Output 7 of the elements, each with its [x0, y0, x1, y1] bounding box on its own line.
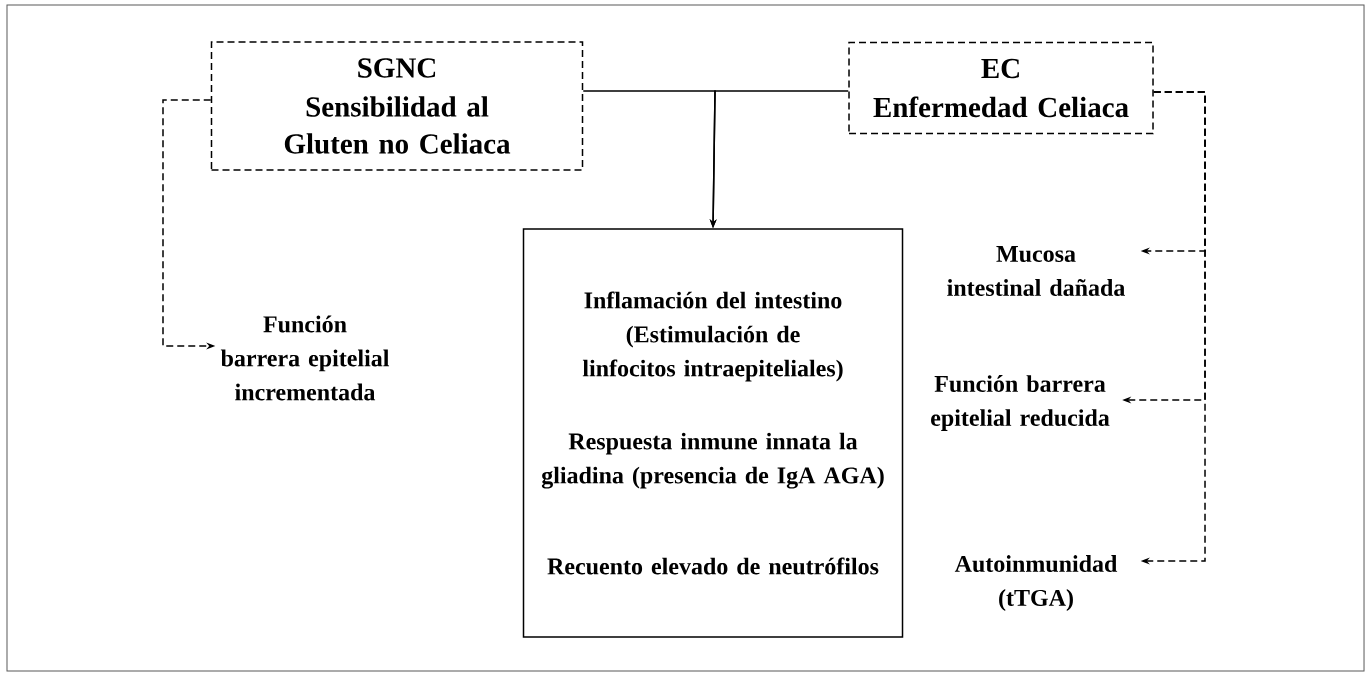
process-box: Inflamación del intestino (Estimulación de linfocitos intraepiteliales) Respuesta inmune innata la gliadina (presencia de IgA AGA) Recuento elevado de neutrófilos — [522, 228, 904, 638]
dashed-box: EC Enfermedad Celiaca — [848, 41, 1154, 135]
outcome-text: Función barrera epitelial incrementada — [220, 315, 390, 401]
outcome-text: Mucosa intestinal dañada — [947, 246, 1125, 296]
dashed-box: SGNC Sensibilidad al Gluten no Celiaca — [210, 41, 584, 171]
outcome-text: Función barrera epitelial reducida — [931, 375, 1110, 431]
outcome-text: Autoinmunidad (tTGA) — [954, 555, 1118, 611]
